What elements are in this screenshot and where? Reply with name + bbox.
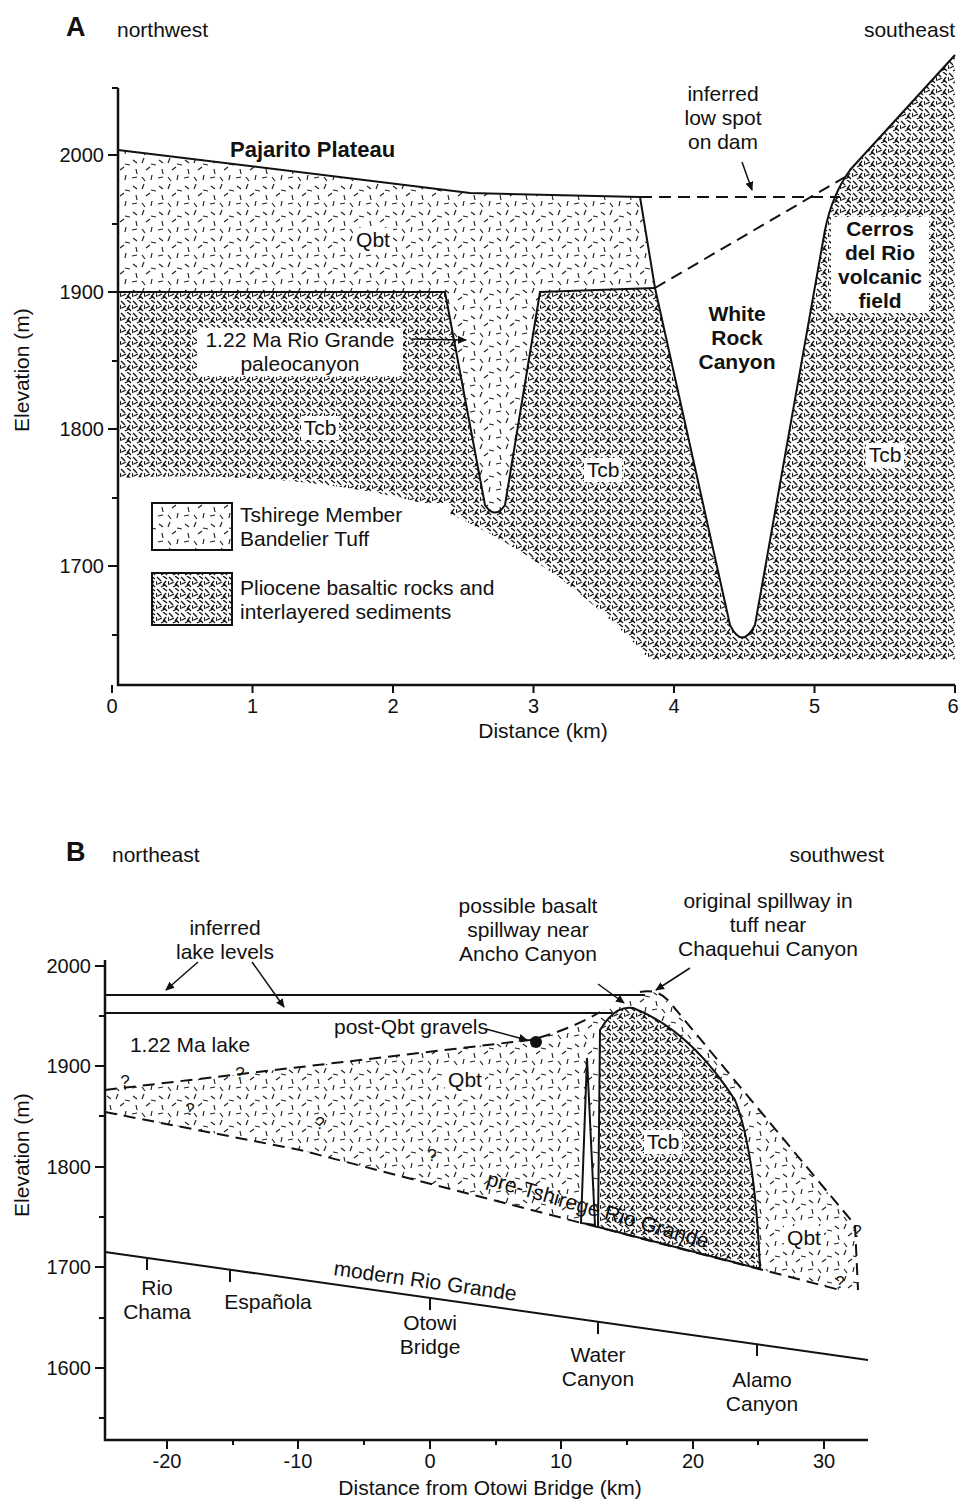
diagram-label: original spillway in tuff near Chaquehui…: [677, 889, 859, 961]
diagram-label: White Rock Canyon: [687, 302, 787, 374]
diagram-label: Elevation (m): [10, 308, 34, 432]
diagram-label: 1700: [60, 555, 105, 578]
legend-text: Pliocene basaltic rocks and interlayered…: [240, 576, 540, 624]
diagram-label: A: [66, 12, 86, 43]
diagram-label: 1700: [47, 1256, 92, 1279]
tcb-unit: [118, 55, 955, 660]
diagram-label: 1900: [60, 281, 105, 304]
diagram-label: 0: [424, 1450, 435, 1473]
qbt-unit: [118, 150, 655, 513]
diagram-label: Distance from Otowi Bridge (km): [338, 1476, 641, 1500]
dam-line: [640, 177, 845, 288]
leader-arrow: [486, 1029, 527, 1040]
gravel-site: [530, 1036, 542, 1048]
diagram-label: 2000: [47, 955, 92, 978]
diagram-label: southeast: [864, 18, 955, 42]
diagram-label: 0: [106, 695, 117, 718]
diagram-label: Water Canyon: [558, 1343, 638, 1391]
diagram-label: 2000: [60, 144, 105, 167]
diagram-label: Tcb: [644, 1130, 683, 1154]
lake-levels: [105, 995, 645, 1013]
leader-arrow: [598, 984, 624, 1003]
diagram-label: 1.22 Ma Rio Grande paleocanyon: [197, 328, 403, 376]
axis: [105, 960, 868, 1440]
diagram-label: ?: [427, 1146, 436, 1166]
diagram-label: inferred low spot on dam: [673, 82, 773, 154]
diagram-label: -20: [153, 1450, 182, 1473]
canyon-profile: [640, 55, 955, 638]
diagram-label: northeast: [112, 843, 200, 867]
diagram-label: northwest: [117, 18, 208, 42]
diagram-label: post-Qbt gravels: [334, 1015, 488, 1039]
diagram-label: Elevation (m): [10, 1093, 34, 1217]
diagram-label: 1600: [47, 1357, 92, 1380]
leader-arrow: [742, 162, 752, 190]
diagram-label: 4: [668, 695, 679, 718]
diagram-label: 1: [247, 695, 258, 718]
diagram-label: ?: [852, 1222, 861, 1242]
qbt-unit: [105, 992, 858, 1290]
legend-text: Tshirege Member Bandelier Tuff: [240, 503, 450, 551]
contact-line: [118, 288, 655, 513]
diagram-label: ?: [835, 1273, 844, 1293]
diagram-label: Pajarito Plateau: [230, 137, 395, 162]
legend-swatch: [152, 503, 232, 550]
diagram-label: 1.22 Ma lake: [130, 1033, 250, 1057]
diagram-label: southwest: [789, 843, 884, 867]
axis-ticks: [95, 966, 824, 1449]
leader-arrow: [252, 962, 284, 1007]
diagram-label: Cerros del Rio volcanic field: [831, 217, 929, 314]
diagram-label: 20: [682, 1450, 704, 1473]
legend-swatch: [152, 573, 232, 625]
diagram-label: B: [66, 837, 86, 868]
diagram-label: Otowi Bridge: [390, 1311, 470, 1359]
diagram-label: Qbt: [784, 1226, 824, 1250]
diagram-label: Española: [224, 1290, 312, 1314]
leader-arrow: [412, 339, 466, 340]
panel-b: [95, 960, 868, 1449]
leader-arrow: [656, 968, 690, 990]
diagram-label: 1800: [47, 1156, 92, 1179]
diagram-label: Distance (km): [478, 719, 608, 743]
diagram-label: Alamo Canyon: [722, 1368, 802, 1416]
diagram-label: -10: [284, 1450, 313, 1473]
diagram-label: 30: [813, 1450, 835, 1473]
diagram-label: 5: [809, 695, 820, 718]
diagram-label: ?: [235, 1064, 244, 1084]
axis-ticks: [108, 88, 955, 693]
leader-arrow: [166, 962, 198, 990]
diagram-label: Qbt: [353, 228, 393, 252]
diagram-label: Tcb: [584, 458, 623, 482]
diagram-label: inferred lake levels: [170, 916, 280, 964]
diagram-label: Tcb: [866, 443, 905, 467]
diagram-label: ?: [120, 1072, 129, 1092]
diagram-label: 6: [947, 695, 958, 718]
axis: [118, 88, 955, 685]
diagram-label: modern Rio Grande: [332, 1256, 518, 1306]
modern-river: [105, 1252, 868, 1360]
diagram-label: 3: [528, 695, 539, 718]
diagram-label: 1800: [60, 418, 105, 441]
diagram-label: ?: [185, 1100, 194, 1120]
panel-a: [108, 55, 955, 693]
diagram-label: 2: [387, 695, 398, 718]
diagram-label: 10: [550, 1450, 572, 1473]
dashed-contacts: [105, 991, 858, 1290]
diagram-label: possible basalt spillway near Ancho Cany…: [446, 894, 611, 966]
diagram-label: Qbt: [445, 1068, 485, 1092]
diagram-label: Tcb: [301, 416, 340, 440]
diagram-label: Rio Chama: [117, 1276, 197, 1324]
diagram-label: ?: [315, 1114, 324, 1134]
diagram-label: 1900: [47, 1055, 92, 1078]
